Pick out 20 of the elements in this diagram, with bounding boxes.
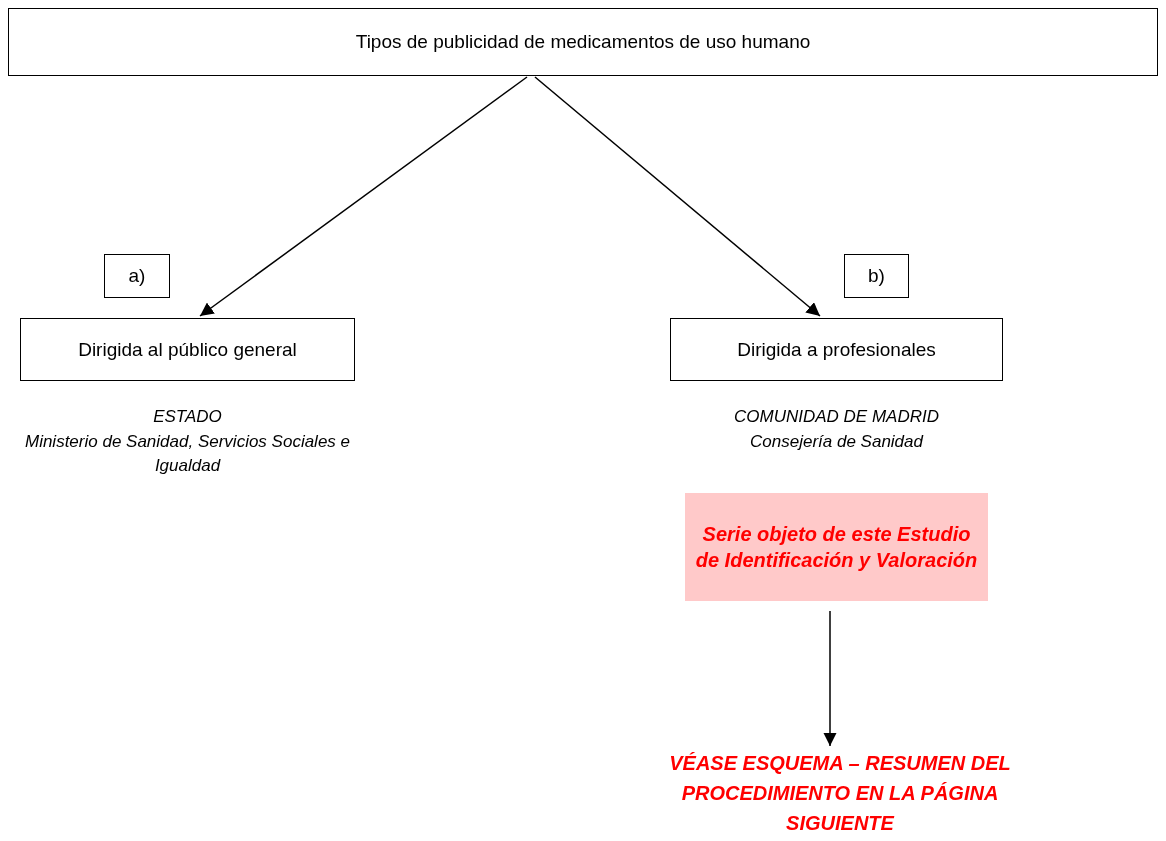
box-text: a) bbox=[128, 265, 146, 287]
box-text: Tipos de publicidad de medicamentos de uso humano bbox=[355, 31, 811, 53]
title-box bbox=[8, 8, 1158, 76]
note-text: VÉASE ESQUEMA – RESUMEN DEL PROCEDIMIENTO EN LA PÁGINA SIGUIENTE bbox=[640, 748, 1040, 838]
arrow bbox=[199, 76, 528, 317]
category-box bbox=[670, 318, 1003, 381]
box-text: Serie objeto de este Estudio de Identificación y Valoración bbox=[694, 522, 979, 573]
box-text: Dirigida a profesionales bbox=[737, 338, 936, 361]
caption-text: ESTADO bbox=[152, 406, 223, 428]
box-text: Dirigida al público general bbox=[78, 338, 297, 361]
label-box bbox=[104, 254, 170, 298]
category-box bbox=[20, 318, 355, 381]
caption-text: COMUNIDAD DE MADRID bbox=[733, 406, 940, 428]
caption-text: Ministerio de Sanidad, Servicios Sociales e Igualdad bbox=[23, 430, 352, 478]
label-box bbox=[844, 254, 909, 298]
arrow bbox=[823, 610, 837, 747]
arrow bbox=[534, 76, 821, 317]
box-text: b) bbox=[868, 265, 885, 287]
caption-text: Consejería de Sanidad bbox=[749, 430, 925, 453]
highlight-box bbox=[685, 493, 988, 601]
